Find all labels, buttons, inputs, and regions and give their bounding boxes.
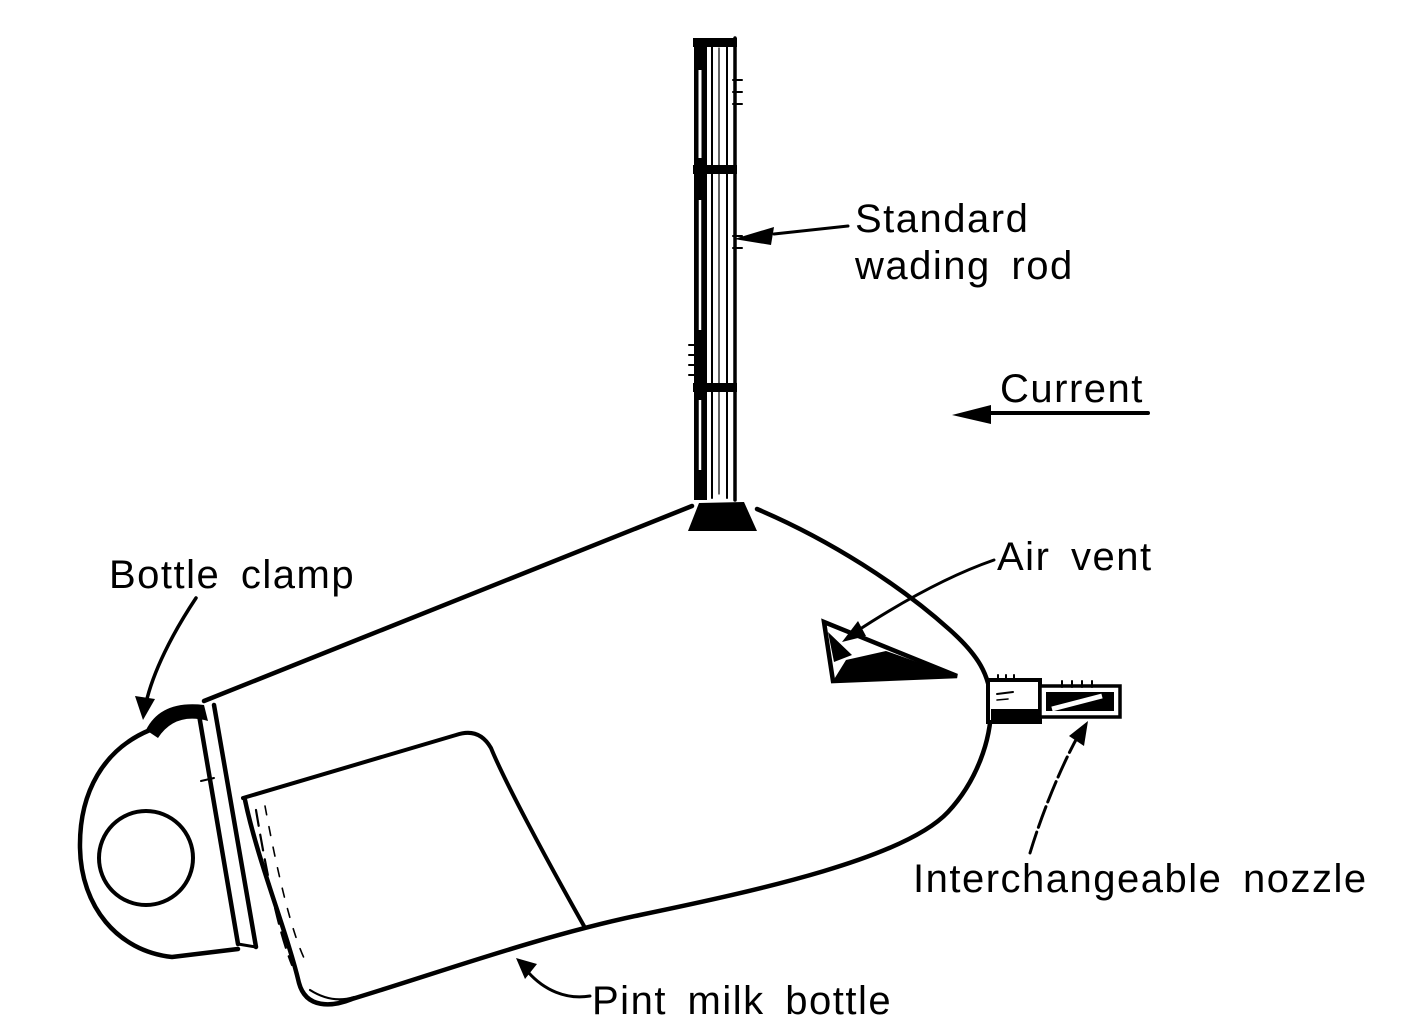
current-arrow — [952, 405, 1150, 424]
leader-arrows — [135, 224, 1150, 999]
air-vent-leader — [842, 558, 996, 642]
air-vent — [821, 618, 958, 684]
label-interchangeable-nozzle: Interchangeable nozzle — [913, 857, 1368, 901]
wading-rod — [688, 36, 757, 531]
label-pint-milk-bottle: Pint milk bottle — [592, 979, 893, 1023]
bottle-inner-bottom — [308, 988, 356, 1001]
sampler-body — [201, 503, 994, 1007]
air-vent-shadow — [833, 651, 957, 681]
label-standard-wading-rod-line2: wading rod — [855, 244, 1074, 289]
clamp-strap-left — [195, 706, 241, 947]
body-nose-and-bottom-edge — [242, 506, 994, 1007]
clamp-disc — [77, 727, 241, 960]
air-vent-opening — [828, 632, 852, 662]
clamp-top-cap — [146, 704, 208, 738]
bottle-clamp-assembly — [77, 702, 259, 960]
clamp-hole — [97, 809, 195, 907]
clamp-strap-notch — [200, 777, 215, 782]
nozzle — [986, 674, 1122, 724]
bottle-hatch-2 — [264, 805, 305, 959]
nozzle-tube-highlight — [1051, 693, 1103, 712]
clamp-strap-foot — [236, 942, 258, 949]
rod-mount — [688, 502, 757, 531]
rod-tick-marks — [688, 79, 743, 376]
label-standard-wading-rod-line1: Standard — [855, 197, 1030, 241]
bottle-clamp-leader — [135, 596, 198, 720]
label-air-vent: Air vent — [997, 535, 1153, 579]
nozzle-collar-band — [991, 709, 1038, 721]
bottle-hatch-1 — [254, 808, 294, 967]
body-top-edge — [201, 503, 695, 704]
label-bottle-clamp: Bottle clamp — [109, 553, 356, 597]
bottle-cutout-edge — [241, 730, 586, 928]
label-current: Current — [1000, 367, 1144, 411]
interchangeable-nozzle-leader — [1028, 721, 1088, 855]
wading-rod-arrow — [734, 224, 850, 245]
clamp-strap-right — [211, 702, 259, 950]
label-standard-wading-rod: Standard wading rod — [855, 196, 1074, 290]
pint-milk-bottle-leader — [516, 958, 592, 999]
milk-bottle — [254, 805, 356, 1001]
